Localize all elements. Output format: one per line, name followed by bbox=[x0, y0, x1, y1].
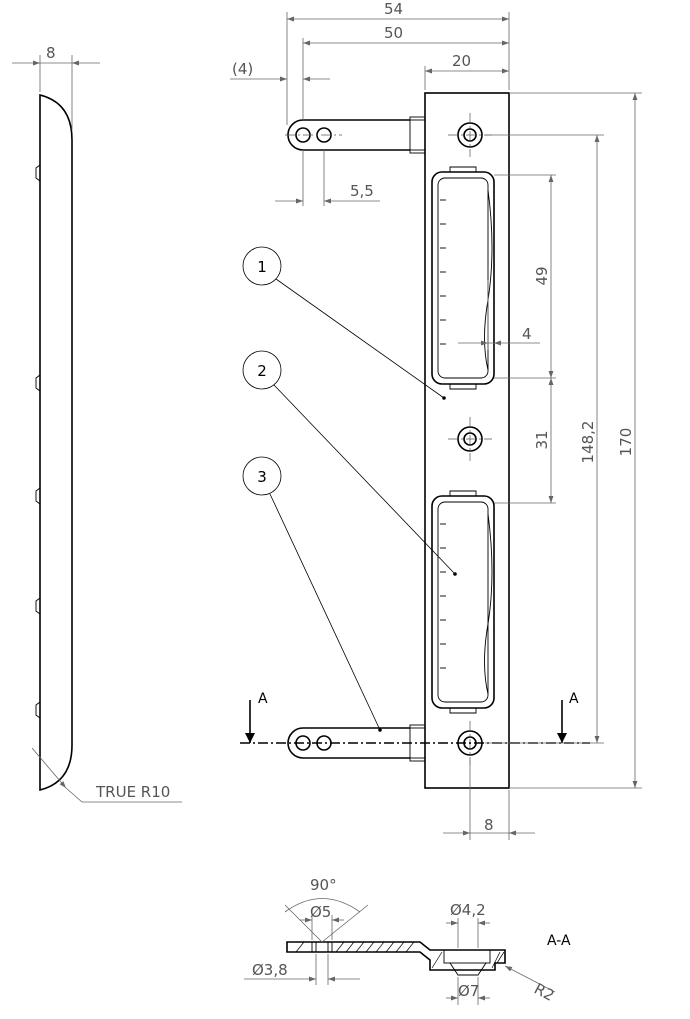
dim-top-second: 50 bbox=[384, 24, 403, 42]
dim-side-thickness: 8 bbox=[46, 44, 56, 62]
balloon-1: 1 bbox=[257, 258, 267, 276]
section-angle: 90° bbox=[310, 876, 337, 894]
dim-pocket-offset: 4 bbox=[522, 325, 532, 343]
dim-overall-height: 170 bbox=[617, 428, 635, 457]
section-view bbox=[244, 898, 556, 1005]
pocket-upper bbox=[431, 166, 495, 390]
section-title: A-A bbox=[547, 933, 571, 949]
balloons bbox=[242, 246, 457, 732]
side-view bbox=[12, 55, 182, 803]
dim-top-ref: (4) bbox=[232, 60, 253, 78]
dim-hole-spacing: 5,5 bbox=[350, 182, 374, 200]
balloon-3: 3 bbox=[257, 468, 267, 486]
dim-pocket-height: 49 bbox=[533, 266, 551, 285]
front-dimensions bbox=[230, 12, 642, 840]
section-dia-7: Ø7 bbox=[458, 982, 479, 1000]
section-dia-4-2: Ø4,2 bbox=[450, 901, 486, 919]
balloon-2: 2 bbox=[257, 362, 267, 380]
section-hatching bbox=[295, 941, 505, 969]
section-marker-left: A bbox=[258, 691, 268, 707]
section-marker-right: A bbox=[569, 691, 579, 707]
section-radius-r2: R2 bbox=[531, 980, 557, 1005]
hole-top bbox=[448, 113, 492, 157]
dim-top-overall: 54 bbox=[384, 0, 403, 18]
pocket-lower bbox=[431, 490, 495, 714]
dim-bottom-offset: 8 bbox=[484, 816, 494, 834]
hole-middle bbox=[448, 417, 492, 461]
dim-top-plate: 20 bbox=[452, 52, 471, 70]
dim-hole-to-hole: 148,2 bbox=[579, 421, 597, 464]
dim-pocket-gap: 31 bbox=[533, 430, 551, 449]
section-dia-5: Ø5 bbox=[310, 903, 331, 921]
dim-true-radius: TRUE R10 bbox=[95, 783, 170, 801]
section-dia-3-8: Ø3,8 bbox=[252, 961, 288, 979]
